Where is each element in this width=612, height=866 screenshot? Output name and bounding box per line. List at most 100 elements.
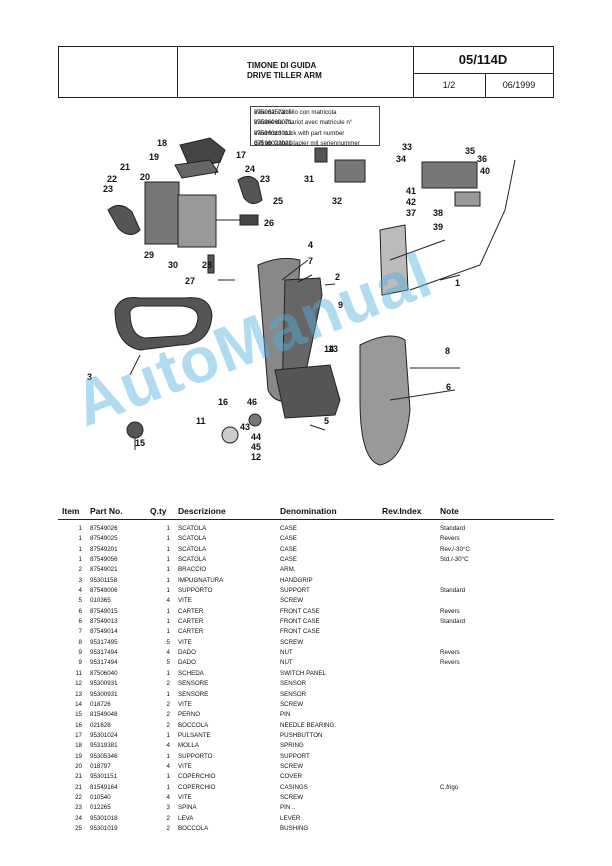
cell-item: 7: [78, 628, 82, 636]
cell-desc: SCATOLA: [178, 525, 207, 532]
cell-desc: SUPPORTO: [178, 587, 213, 595]
cell-den: NUT: [280, 659, 293, 667]
callout-label: 24: [245, 164, 256, 174]
cell-den: SCREW: [280, 793, 304, 801]
callout-label: 45: [251, 442, 262, 452]
cell-den: SCREW: [280, 638, 304, 646]
document-code: 05/114D: [413, 47, 553, 74]
cell-den: SPRING: [280, 742, 304, 750]
cell-desc: BOCCOLA: [178, 721, 209, 729]
cell-qty: 2: [166, 680, 170, 688]
cell-item: 15: [75, 711, 82, 719]
cell-item: 6: [78, 618, 82, 626]
callout-label: 26: [264, 218, 275, 228]
cell-qty: 4: [166, 742, 170, 750]
cell-part: 81549164: [90, 783, 118, 791]
cell-den: ARM.: [280, 566, 296, 574]
cell-den: PIN ..: [280, 804, 296, 812]
cell-desc: SCATOLA: [178, 535, 207, 543]
title-italian: TIMONE DI GUIDA: [247, 61, 317, 70]
column-header-descrizione: Descrizione: [178, 506, 226, 516]
cell-qty: 1: [166, 576, 170, 584]
cell-item: 11: [75, 669, 82, 677]
callout-label: 2: [335, 272, 341, 282]
cell-item: 20: [75, 762, 82, 770]
column-header-item: Item: [62, 506, 80, 516]
callout-label: 19: [149, 152, 160, 162]
callout-label: 42: [406, 197, 417, 207]
cell-item: 3: [78, 576, 82, 584]
cell-part: 95319381: [90, 742, 118, 750]
cell-desc: VITE: [178, 762, 192, 770]
callout-label: 27: [185, 276, 196, 286]
cell-desc: VITE: [178, 597, 192, 605]
cell-item: 18: [75, 742, 82, 750]
cell-item: 1: [78, 556, 82, 564]
cell-item: 16: [75, 721, 82, 729]
cell-part: 021628: [90, 721, 111, 729]
callout-label: 5: [324, 416, 330, 426]
cell-qty: 1: [166, 773, 170, 781]
callout-label: 3: [87, 372, 93, 382]
cell-qty: 1: [166, 535, 170, 543]
cell-qty: 1: [166, 628, 170, 636]
cell-qty: 4: [166, 649, 170, 657]
callout-label: 8: [445, 346, 451, 356]
cell-desc: MOLLA: [178, 742, 199, 750]
cell-desc: SCHEDA: [178, 669, 204, 677]
callout-label: 46: [247, 397, 258, 407]
cell-desc: SENSORE: [178, 680, 209, 688]
cell-qty: 1: [166, 566, 170, 574]
cell-item: 9: [78, 659, 82, 667]
cell-note: Standard: [440, 587, 466, 595]
cell-desc: SENSORE: [178, 690, 209, 698]
cell-qty: 2: [166, 721, 170, 729]
cell-qty: 1: [166, 731, 170, 739]
cell-part: 87549015: [90, 607, 118, 615]
callout-label: 30: [168, 260, 179, 270]
title-cell: TIMONE DI GUIDA DRIVE TILLER ARM: [177, 47, 414, 97]
cell-part: 95301024: [90, 731, 118, 739]
cell-den: CASE: [280, 525, 297, 532]
callout-label: 21: [120, 162, 131, 172]
cell-den: CASE: [280, 535, 297, 543]
cell-desc: PERNO: [178, 711, 201, 719]
cell-den: SUPPORT: [280, 752, 310, 760]
cell-desc: LEVA: [178, 814, 194, 822]
callout-label: 25: [273, 196, 284, 206]
cell-desc: SCATOLA: [178, 545, 207, 553]
cell-desc: SCATOLA: [178, 556, 207, 564]
cell-part: 95301158: [90, 576, 118, 584]
cell-qty: 4: [166, 762, 170, 770]
cell-den: SENSOR: [280, 690, 307, 698]
cell-part: 81549048: [90, 711, 118, 719]
cell-den: CASE: [280, 545, 297, 553]
cell-part: 87549201: [90, 545, 118, 553]
cell-item: 2: [78, 566, 82, 574]
cell-item: 24: [75, 814, 82, 822]
cell-desc: IMPUGNATURA: [178, 576, 224, 584]
column-header-note: Note: [440, 506, 459, 516]
cell-part: 87549056: [90, 556, 118, 564]
title-english: DRIVE TILLER ARM: [247, 71, 322, 80]
cell-part: 010540: [90, 793, 111, 801]
cell-part: 95301151: [90, 773, 118, 781]
cell-den: NEEDLE BEARING.: [280, 721, 337, 729]
